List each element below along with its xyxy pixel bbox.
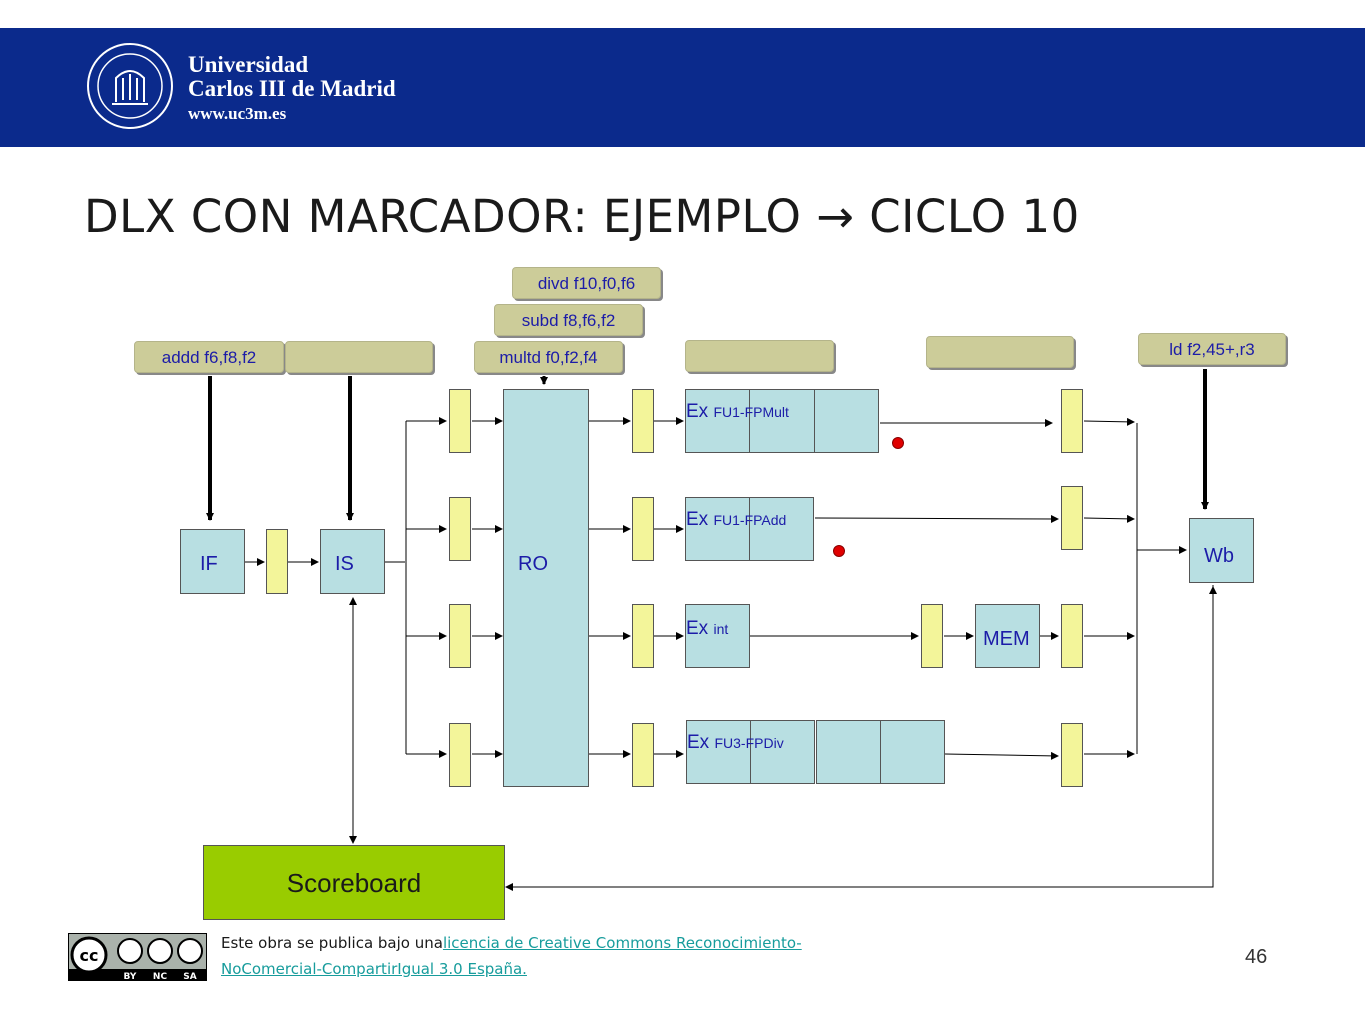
instruction-slot-is-empty — [285, 341, 433, 373]
stage-if-box — [180, 529, 245, 594]
fpdiv-cell-3 — [816, 720, 881, 784]
fpdiv-cell-4 — [880, 720, 945, 784]
stage-ro-label: RO — [518, 553, 548, 575]
latch-int-mem — [921, 604, 943, 668]
latch-is-ro-1 — [449, 389, 471, 453]
fpadd-cell-2 — [749, 497, 814, 561]
instruction-at-ro-1: multd f0,f2,f4 — [474, 341, 623, 373]
stage-wb-box — [1189, 518, 1254, 583]
instruction-slot-ex-empty — [685, 340, 834, 372]
license-link-line2[interactable]: NoComercial-CompartirIgual 3.0 España. — [221, 960, 527, 978]
license-link-line1[interactable]: licencia de Creative Commons Reconocimie… — [442, 934, 802, 952]
latch-ro-ex-2 — [632, 497, 654, 561]
fpadd-cell-1 — [685, 497, 750, 561]
instruction-at-ro-3: divd f10,f0,f6 — [512, 267, 661, 299]
university-name-line2: Carlos III de Madrid — [188, 76, 396, 101]
fpdiv-cell-1 — [686, 720, 751, 784]
slide-title: DLX CON MARCADOR: EJEMPLO → CICLO 10 — [84, 190, 1080, 243]
instruction-at-if: addd f6,f8,f2 — [134, 341, 284, 373]
stage-if-label: IF — [200, 553, 218, 575]
fpdiv-cell-2 — [750, 720, 815, 784]
latch-is-ro-3 — [449, 604, 471, 668]
latch-ro-ex-4 — [632, 723, 654, 787]
cc-badge-sa: SA — [183, 972, 196, 981]
instruction-slot-mem-empty — [926, 336, 1074, 368]
university-name-line1: Universidad — [188, 52, 309, 77]
creative-commons-badge: cc BY NC SA — [68, 933, 207, 981]
int-cell — [685, 604, 750, 668]
stage-mem-box — [975, 604, 1040, 668]
latch-ex-wb-4 — [1061, 723, 1083, 787]
fpadd-label: Ex FU1-FPAdd — [686, 509, 787, 530]
license-notice: Este obra se publica bajo unalicencia de… — [221, 930, 802, 982]
latch-is-ro-4 — [449, 723, 471, 787]
latch-ro-ex-3 — [632, 604, 654, 668]
stall-indicator-fpadd — [833, 545, 845, 557]
license-prefix: Este obra se publica bajo una — [221, 934, 443, 952]
latch-is-ro-2 — [449, 497, 471, 561]
stage-mem-label: MEM — [983, 628, 1030, 650]
fpmult-cell-3 — [814, 389, 879, 453]
university-seal-logo — [87, 43, 173, 129]
instruction-at-ro-2: subd f8,f6,f2 — [494, 304, 643, 336]
scoreboard-box: Scoreboard — [203, 845, 505, 920]
fpdiv-label: Ex FU3-FPDiv — [687, 732, 784, 753]
page-number: 46 — [1245, 946, 1268, 968]
stage-wb-label: Wb — [1204, 545, 1234, 567]
stall-indicator-fpmult — [892, 437, 904, 449]
stage-ro-box — [503, 389, 589, 787]
stage-is-label: IS — [335, 553, 354, 575]
latch-if-is — [266, 529, 288, 594]
latch-ro-ex-1 — [632, 389, 654, 453]
fpmult-label: Ex FU1-FPMult — [686, 401, 789, 422]
cc-badge-by: BY — [124, 972, 137, 981]
university-header — [0, 28, 1365, 147]
latch-ex-wb-2 — [1061, 486, 1083, 550]
int-label: Ex int — [686, 618, 729, 639]
svg-text:cc: cc — [80, 946, 99, 965]
university-website: www.uc3m.es — [188, 104, 287, 123]
latch-ex-wb-3 — [1061, 604, 1083, 668]
cc-badge-nc: NC — [153, 972, 168, 981]
stage-is-box — [320, 529, 385, 594]
latch-ex-wb-1 — [1061, 389, 1083, 453]
instruction-at-wb: ld f2,45+,r3 — [1138, 333, 1286, 365]
